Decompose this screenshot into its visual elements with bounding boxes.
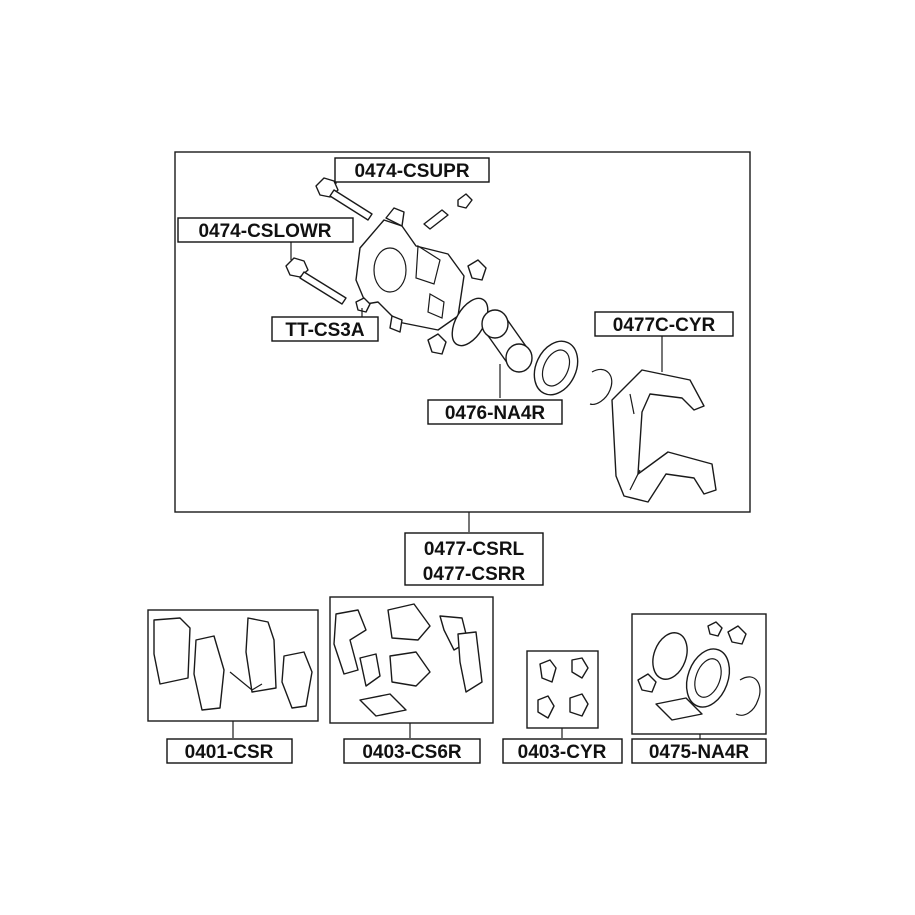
label-0475-na4r: 0475-NA4R: [631, 738, 767, 764]
svg-text:TT-CS3A: TT-CS3A: [285, 320, 364, 341]
caliper-assembly-frame: [174, 151, 751, 513]
clips-frame: [526, 650, 599, 729]
svg-text:0477C-CYR: 0477C-CYR: [613, 315, 716, 336]
brake-pads: [153, 617, 313, 711]
anti-rattle-clips: [537, 657, 589, 719]
caliper-body: [355, 207, 465, 333]
shims-frame: [329, 596, 494, 724]
label-0474-csupr: 0474-CSUPR: [334, 157, 490, 183]
dust-boot-small: [355, 259, 487, 355]
svg-text:0476-NA4R: 0476-NA4R: [445, 403, 546, 424]
label-0477c-cyr: 0477C-CYR: [594, 311, 734, 337]
svg-text:0475-NA4R: 0475-NA4R: [649, 742, 750, 763]
label-0403-cyr: 0403-CYR: [502, 738, 623, 764]
svg-text:0403-CYR: 0403-CYR: [518, 742, 607, 763]
svg-text:0474-CSUPR: 0474-CSUPR: [354, 161, 469, 182]
label-0474-cslowr: 0474-CSLOWR: [177, 217, 354, 243]
bleeder-screw: [423, 193, 473, 230]
label-tt-cs3a: TT-CS3A: [271, 316, 379, 342]
svg-text:0477-CSRL: 0477-CSRL: [424, 539, 525, 560]
svg-text:0403-CS6R: 0403-CS6R: [362, 742, 462, 763]
repair-kit-frame: [631, 613, 767, 735]
upper-guide-bolt: [315, 177, 373, 221]
piston-dust-boot: [533, 340, 579, 396]
label-0476-na4r: 0476-NA4R: [427, 399, 563, 425]
retaining-ring: [589, 368, 613, 405]
svg-text:0477-CSRR: 0477-CSRR: [423, 564, 526, 585]
repair-kit-parts: [637, 621, 761, 721]
svg-text:0401-CSR: 0401-CSR: [185, 742, 274, 763]
piston: [481, 309, 533, 373]
label-0477-csrl-csrr: 0477-CSRL 0477-CSRR: [404, 532, 544, 586]
svg-text:0474-CSLOWR: 0474-CSLOWR: [198, 221, 331, 242]
label-0401-csr: 0401-CSR: [166, 738, 293, 764]
caliper-bracket: [611, 369, 717, 503]
label-0403-cs6r: 0403-CS6R: [343, 738, 481, 764]
shims-and-clips: [333, 603, 483, 717]
lower-guide-bolt: [285, 257, 347, 305]
